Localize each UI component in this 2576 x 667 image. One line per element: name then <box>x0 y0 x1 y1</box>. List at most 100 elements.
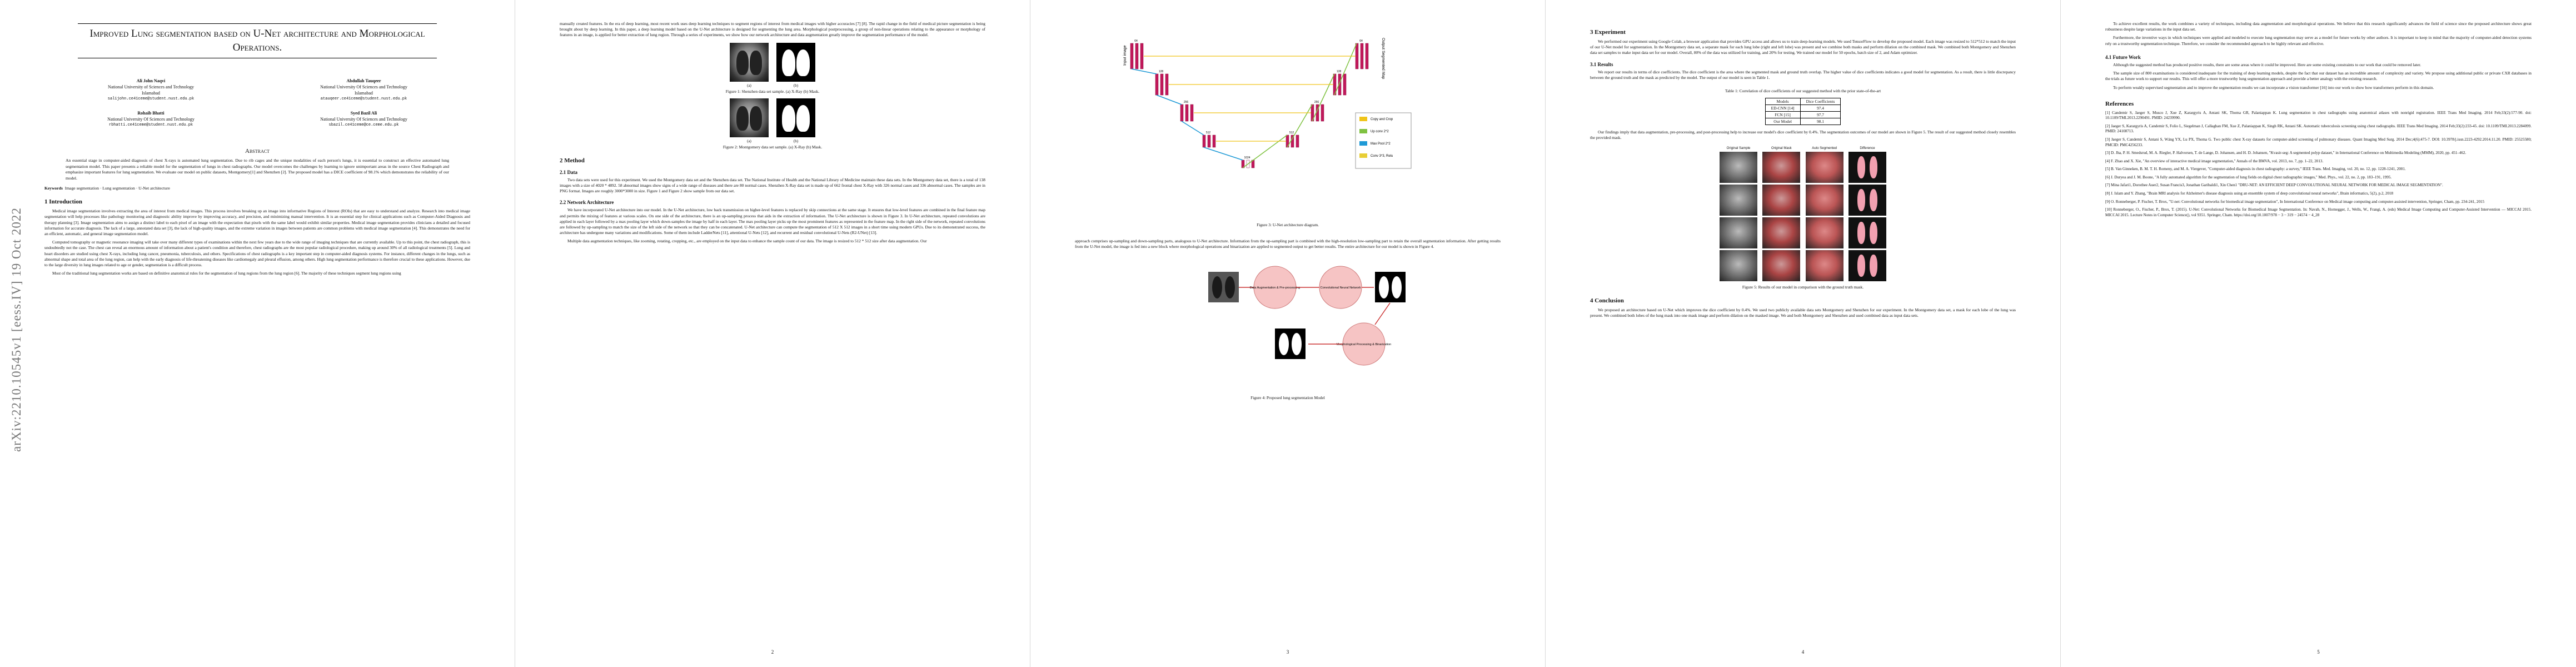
feature-map-block <box>1190 104 1194 122</box>
paragraph: We performed our experiment using Google… <box>1590 39 2016 56</box>
feature-map-block <box>1160 73 1164 96</box>
auto-segmented-thumb <box>1805 184 1843 216</box>
fig5-col-label: Difference <box>1860 146 1875 150</box>
feature-map-block <box>1296 135 1299 148</box>
channel-count-label: 512 <box>1206 131 1211 135</box>
legend-swatch <box>1359 117 1367 121</box>
legend-label: Max Pool 2*2 <box>1371 142 1391 146</box>
page-number: 4 <box>1801 649 1805 655</box>
paragraph: Computed tomography or magnetic resonanc… <box>44 240 470 268</box>
reference-list: [1] Candemir S, Jaeger S, Musco J, Xue Z… <box>2105 111 2532 218</box>
reference-item: [4] F. Zhao and X. Xie, "An overview of … <box>2105 158 2324 163</box>
pipeline-diagram: Data Augmentation & Pre-processing Convo… <box>1208 266 1406 366</box>
arxiv-stamp: arXiv:2210.10545v1 [eess.IV] 19 Oct 2022 <box>9 207 23 452</box>
original-sample-thumb <box>1720 217 1757 248</box>
original-sample-thumb <box>1720 250 1757 281</box>
mask-image <box>776 98 815 137</box>
channel-count-label: 128 <box>1337 70 1342 73</box>
reference-item: [6] J. Duryea and J. M. Boone, "A fully … <box>2105 175 2392 180</box>
feature-map-block <box>1207 135 1211 148</box>
mask-output-1 <box>1375 272 1406 303</box>
section-heading: 4 Conclusion <box>1590 297 1624 304</box>
channel-count-label: 256 <box>1314 101 1319 104</box>
feature-map-block <box>1135 43 1139 69</box>
auto-segmented-thumb <box>1805 217 1843 248</box>
legend-swatch <box>1359 141 1367 146</box>
channel-count-label: 128 <box>1159 70 1164 73</box>
feature-map-block <box>1321 104 1324 122</box>
output-map-label: Output Segmented Map <box>1381 38 1385 79</box>
legend-label: Copy and Crop <box>1371 118 1393 121</box>
reference-item: [3] D. Jha, P. H. Smedsrud, M. A. Riegle… <box>2105 151 2467 156</box>
paragraph: We have incorporated U-Net architecture … <box>560 207 985 236</box>
subsection-heading: 2.1 Data <box>560 169 577 175</box>
feature-map-block <box>1338 73 1342 96</box>
table-row: FCN [15]97.7 <box>1765 111 1841 119</box>
xray-image <box>730 98 769 137</box>
auto-segmented-thumb <box>1805 250 1843 281</box>
subsection-heading: 2.2 Network Architecture <box>560 200 614 206</box>
input-image-label: Input image <box>1123 45 1127 66</box>
original-mask-thumb <box>1762 250 1801 281</box>
paragraph: manually created features. In the era of… <box>560 21 985 38</box>
fig5-row <box>1720 217 1886 248</box>
fig5-row <box>1720 250 1886 281</box>
fig5-col-label: Auto Segmented <box>1812 146 1837 150</box>
feature-map-block <box>1360 43 1364 69</box>
fig5-col-label: Original Mask <box>1771 146 1792 150</box>
paragraph: Although the suggested method has produc… <box>2113 62 2421 67</box>
paragraph: approach comprises up-sampling and down-… <box>1075 238 1501 250</box>
feature-map-block <box>1343 73 1347 96</box>
feature-map-block <box>1165 73 1169 96</box>
xray-image <box>730 42 769 82</box>
legend-label: Conv 3*3, Relu <box>1371 155 1393 158</box>
figure-caption: Figure 4: Proposed lung segmentation Mod… <box>1250 395 1325 401</box>
reference-item: [10] Ronneberger, O., Fischer, P., Brox,… <box>2105 207 2532 217</box>
author-card: Syed Bazil Ali National University Of Sc… <box>262 111 466 128</box>
figure-5: Original Sample Original Mask Auto Segme… <box>1720 147 1886 281</box>
reference-item: [5] B. Van Ginneken, B. M. T. H. Romeny,… <box>2105 167 2406 172</box>
legend-swatch <box>1359 129 1367 133</box>
author-card: Ali John Naqvi National University of Sc… <box>49 78 253 102</box>
section-heading: 1 Introduction <box>44 198 82 206</box>
author-card: Rohaib Bhatti National University Of Sci… <box>49 111 253 128</box>
page-1: arXiv:2210.10545v1 [eess.IV] 19 Oct 2022… <box>0 0 515 667</box>
fig5-row <box>1720 151 1886 183</box>
paragraph: Furthermore, the inventive ways in which… <box>2105 35 2532 46</box>
up-conv-arrow <box>1312 73 1335 122</box>
paragraph: Medical image segmentation involves extr… <box>44 208 470 236</box>
abstract-text: An essential stage in computer-aided dia… <box>66 158 449 181</box>
section-heading: 3 Experiment <box>1590 29 1626 36</box>
up-conv-arrow <box>1242 135 1288 168</box>
legend-swatch <box>1359 153 1367 158</box>
reference-item: [9] O. Ronneberger, P. Fischer, T. Brox,… <box>2105 199 2485 204</box>
paragraph: To perform weakly supervised segmentatio… <box>2113 84 2434 90</box>
abstract-heading: Abstract <box>245 148 270 155</box>
author-email[interactable]: rbhatti.ce41ceme@student.nust.edu.pk <box>108 122 193 127</box>
channel-count-label: 1024 <box>1244 156 1250 160</box>
feature-map-block <box>1355 43 1359 69</box>
section-heading: 2 Method <box>560 157 585 164</box>
legend-label: Up conv 2*2 <box>1371 130 1389 133</box>
difference-thumb <box>1848 184 1886 216</box>
feature-map-block <box>1365 43 1369 69</box>
author-email[interactable]: atauqeer.ce41ceme@student.nust.edu.pk <box>320 96 407 101</box>
paragraph: We proposed an architecture based on U-N… <box>1590 307 2016 318</box>
feature-map-block <box>1180 104 1184 122</box>
auto-segmented-thumb <box>1805 151 1843 183</box>
max-pool-arrow <box>1131 68 1157 74</box>
paragraph: The sample size of 800 examinations is c… <box>2105 71 2532 82</box>
max-pool-arrow <box>1156 94 1182 105</box>
author-email[interactable]: salijohn.ce41ceme@student.nust.edu.pk <box>107 96 195 101</box>
author-email[interactable]: sbazil.ce41ceme@ce.ceme.edu.pk <box>328 122 399 127</box>
table-caption: Table 1: Correlation of dice coefficient… <box>1725 88 1881 94</box>
input-xray <box>1208 272 1239 303</box>
subsection-heading: 4.1 Future Work <box>2105 54 2141 60</box>
page-5: To achieve excellent results, the work c… <box>2061 0 2576 667</box>
feature-map-block <box>1140 43 1144 69</box>
paragraph: Our findings imply that data augmentatio… <box>1590 130 2016 141</box>
